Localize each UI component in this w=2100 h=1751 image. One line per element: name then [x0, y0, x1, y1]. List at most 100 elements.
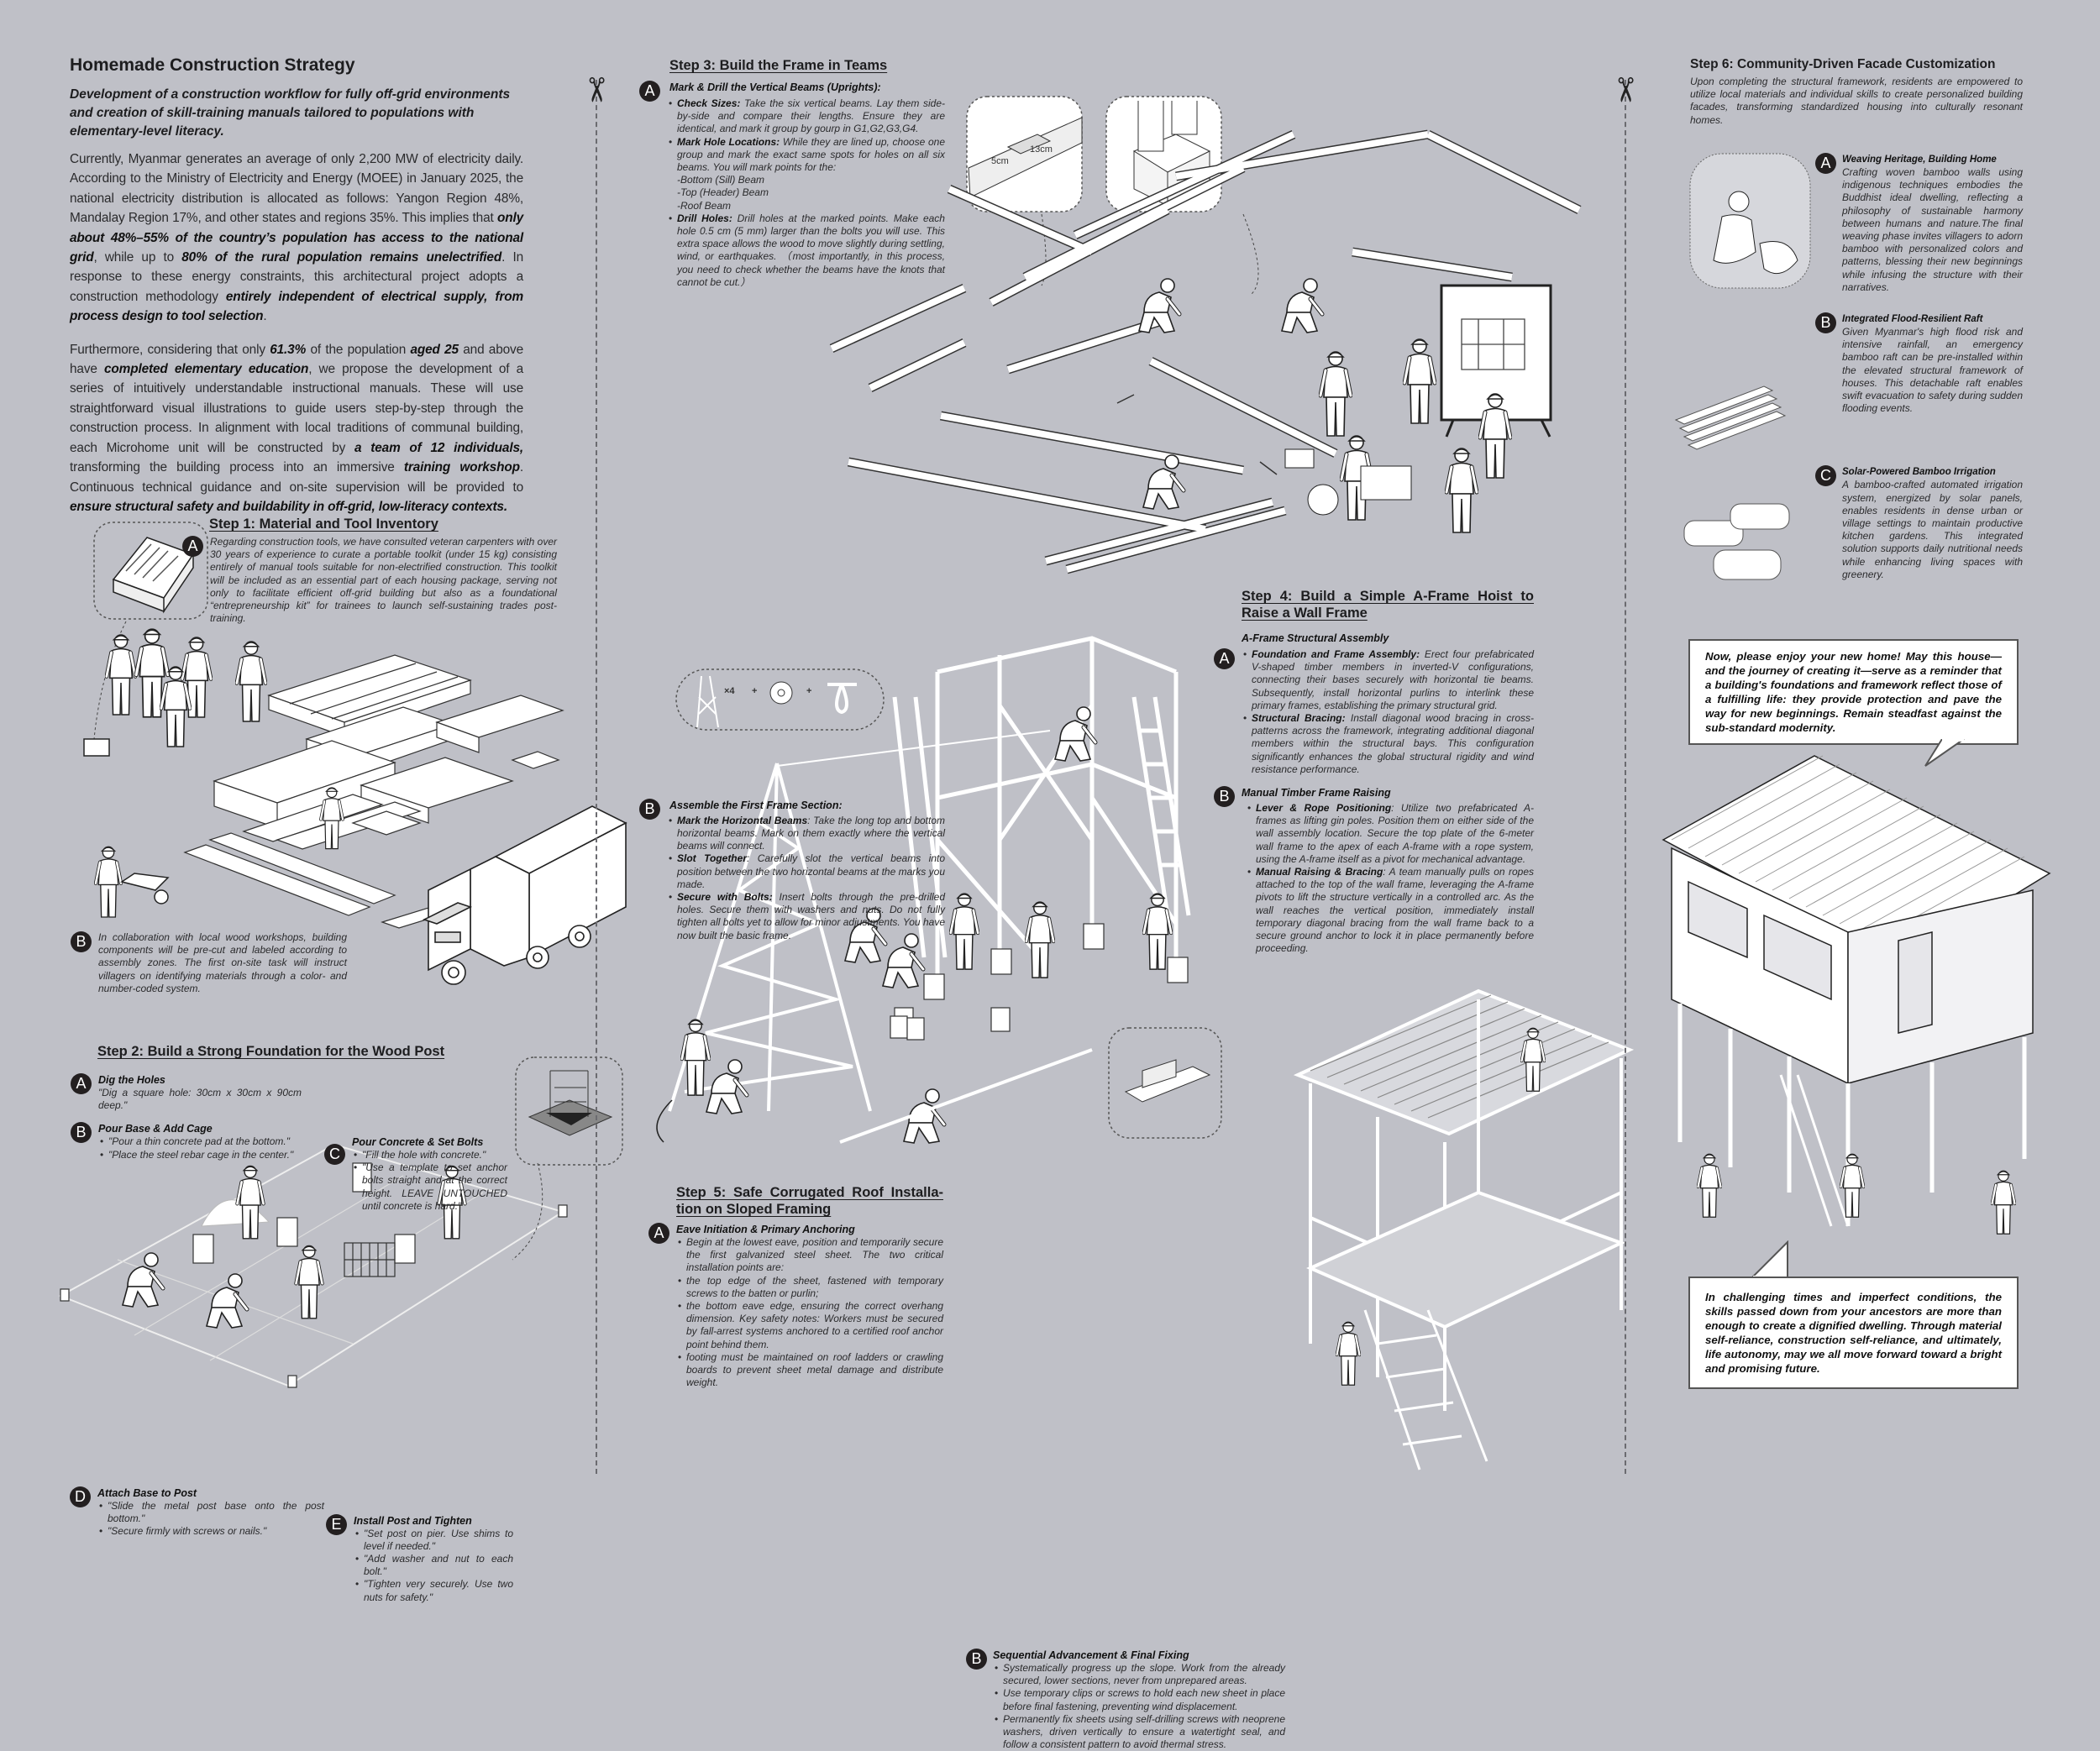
- step5-a: A Eave Initiation & Primary Anchoring Be…: [648, 1223, 943, 1389]
- step2-d: D Attach Base to Post "Slide the metal p…: [70, 1486, 324, 1539]
- sublist-item: -Top (Header) Beam: [677, 186, 769, 199]
- raft-illustration: [1674, 385, 1787, 450]
- badge-d: D: [70, 1486, 91, 1508]
- step4-column: Step 4: Build a Simple A-Frame Hoist to …: [1214, 588, 1534, 955]
- step2-b-line: "Pour a thin concrete pad at the bottom.…: [100, 1135, 302, 1148]
- step6-c: C Solar-Powered Bamboo Irrigation A bamb…: [1815, 465, 2023, 581]
- intro-subtitle: Development of a construction workflow f…: [70, 87, 511, 139]
- kit-quantity: ×4: [724, 686, 735, 696]
- emphasis-run: ensure structural safety and buildabilit…: [70, 499, 507, 514]
- step2-e-line: "Set post on pier. Use shims to level if…: [355, 1528, 513, 1553]
- step6-a-title: Weaving Heritage, Building Home: [1842, 155, 1997, 165]
- scissors-icon: ✂: [1605, 76, 1643, 104]
- scissors-icon: ✂: [576, 76, 614, 104]
- emphasis-run: only about 48%–55% of the country’s popu…: [70, 211, 523, 265]
- item-text: Install diagonal wood bracing in cross-p…: [1252, 712, 1535, 775]
- step6-b: B Integrated Flood-Resilient Raft Given …: [1815, 312, 2023, 415]
- worker-team: [107, 629, 265, 747]
- step6-header: Step 6: Community-Driven Facade Customiz…: [1690, 57, 2023, 127]
- pier-blocks: [890, 923, 1189, 1041]
- step3-b: B Assemble the First Frame Section: Mark…: [639, 798, 946, 942]
- step5-b: B Sequential Advancement & Final Fixing …: [966, 1648, 1285, 1751]
- item-label: Check Sizes:: [677, 97, 741, 109]
- column-divider: [1625, 80, 1626, 1474]
- step2-b: B Pour Base & Add Cage "Pour a thin conc…: [71, 1122, 302, 1161]
- badge-b: B: [639, 798, 660, 820]
- closing-speech-bubble-2: In challenging times and imperfect condi…: [1688, 1277, 2019, 1389]
- speech-bubble-tail: [1751, 1240, 1788, 1279]
- item-label: Slot Together: [677, 852, 747, 865]
- badge-b: B: [71, 931, 92, 952]
- item-text: Drill holes at the marked points. Make e…: [677, 212, 945, 288]
- badge-c: C: [324, 1144, 345, 1166]
- step2-e-line: "Tighten very securely. Use two nuts for…: [355, 1578, 513, 1603]
- step5-a-list: Begin at the lowest eave, position and t…: [676, 1236, 943, 1389]
- emphasis-run: training workshop: [403, 460, 520, 475]
- step3-b-item: Secure with Bolts: Insert bolts through …: [669, 891, 945, 942]
- item-label: Foundation and Frame Assembly:: [1252, 648, 1420, 660]
- text-run: Currently, Myanmar generates an average …: [70, 152, 523, 226]
- step1-heading: Step 1: Material and Tool Inventory: [209, 516, 438, 532]
- item-label: Mark the Horizontal Beams: [677, 814, 808, 826]
- text-run: .: [263, 309, 267, 324]
- step6-c-text: A bamboo-crafted automated irrigation sy…: [1842, 479, 2023, 580]
- badge-b: B: [966, 1648, 987, 1670]
- step1-b: B In collaboration with local wood works…: [71, 931, 347, 995]
- irrigation-illustration: [1683, 503, 1790, 580]
- step2-c-title: Pour Concrete & Set Bolts: [352, 1136, 484, 1149]
- step3-a: A Mark & Drill the Vertical Beams (Uprig…: [639, 81, 945, 289]
- step2-b-title: Pour Base & Add Cage: [98, 1123, 213, 1135]
- step2-c-line: "Use a template to set anchor bolts stra…: [354, 1161, 507, 1213]
- step6-column: A Weaving Heritage, Building Home Crafti…: [1815, 153, 2023, 581]
- emphasis-run: a team of 12 individuals,: [354, 440, 523, 455]
- rebar-cages: [344, 1242, 396, 1277]
- item-label: Lever & Rope Positioning: [1256, 802, 1392, 815]
- closing-speech-bubble-1: Now, please enjoy your new home! May thi…: [1688, 639, 2019, 745]
- step2-d-title: Attach Base to Post: [97, 1487, 197, 1500]
- badge-a: A: [1815, 153, 1836, 174]
- step4-heading: Step 4: Build a Simple A-Frame Hoist to …: [1242, 589, 1534, 621]
- step6-a-text: Crafting woven bamboo walls using indige…: [1842, 166, 2023, 293]
- badge-a: A: [648, 1223, 669, 1244]
- step2-a-line: "Dig a square hole: 30cm x 30cm x 90cm d…: [98, 1087, 302, 1112]
- step3-b-item: Mark the Horizontal Beams: Take the long…: [669, 814, 946, 853]
- step1-a-text: Regarding construction tools, we have co…: [210, 536, 557, 625]
- text-run: Furthermore, considering that only: [70, 342, 270, 357]
- hoist-kit-inset: [675, 668, 885, 731]
- foundation-detail-inset: [512, 1056, 623, 1261]
- step2-e-title: Install Post and Tighten: [354, 1514, 472, 1527]
- step2-c-line: "Fill the hole with concrete.": [354, 1149, 507, 1161]
- page-title: Homemade Construction Strategy: [70, 55, 355, 75]
- item-text: Take the six vertical beams. Lay them si…: [677, 97, 945, 135]
- kit-plus: +: [752, 686, 758, 696]
- step4-b-item: Lever & Rope Positioning: Utilize two pr…: [1247, 802, 1534, 866]
- intro-column: Homemade Construction Strategy Developme…: [70, 55, 523, 516]
- frame-beams-layout: [829, 129, 1582, 574]
- step5-b-title: Sequential Advancement & Final Fixing: [993, 1649, 1189, 1661]
- step4-a: A Foundation and Frame Assembly: Erect f…: [1214, 648, 1534, 776]
- item-text: : Take the long top and bottom horizonta…: [677, 814, 946, 852]
- worker-with-wheelbarrow: [96, 847, 170, 917]
- step3-column: Step 3: Build the Frame in Teams A Mark …: [639, 57, 945, 289]
- text-run: of the population: [306, 342, 411, 357]
- dimension-width: 5cm: [991, 156, 1009, 166]
- column-divider: [596, 80, 597, 1474]
- step2-e-line: "Add washer and nut to each bolt.": [355, 1553, 513, 1578]
- step5-a-item: the top edge of the sheet, fastened with…: [678, 1275, 943, 1300]
- step2-a: A Dig the Holes "Dig a square hole: 30cm…: [71, 1073, 302, 1112]
- step2-c: C Pour Concrete & Set Bolts "Fill the ho…: [324, 1135, 507, 1213]
- item-label: Mark Hole Locations:: [677, 135, 780, 148]
- step5-a-column: Step 5: Safe Corrugated Roof Installa-ti…: [648, 1184, 943, 1389]
- item-text: : A team manually pulls on ropes attache…: [1256, 866, 1534, 955]
- item-text: Erect four prefabricated V-shaped timber…: [1252, 648, 1534, 711]
- item-label: Secure with Bolts:: [677, 891, 773, 904]
- sublist-item: -Bottom (Sill) Beam: [677, 174, 765, 186]
- step3-a-item: Drill Holes: Drill holes at the marked p…: [669, 212, 945, 289]
- step4-a-title: A-Frame Structural Assembly: [1242, 632, 1389, 644]
- emphasis-run: completed elementary education: [104, 362, 309, 377]
- step3-a-item: Check Sizes: Take the six vertical beams…: [669, 97, 945, 136]
- step3-b-item: Slot Together: Carefully slot the vertic…: [669, 852, 945, 891]
- step5-b-item: Permanently fix sheets using self-drilli…: [995, 1713, 1285, 1751]
- finished-house: [1662, 755, 2051, 1227]
- sublist-item: -Roof Beam: [677, 199, 732, 212]
